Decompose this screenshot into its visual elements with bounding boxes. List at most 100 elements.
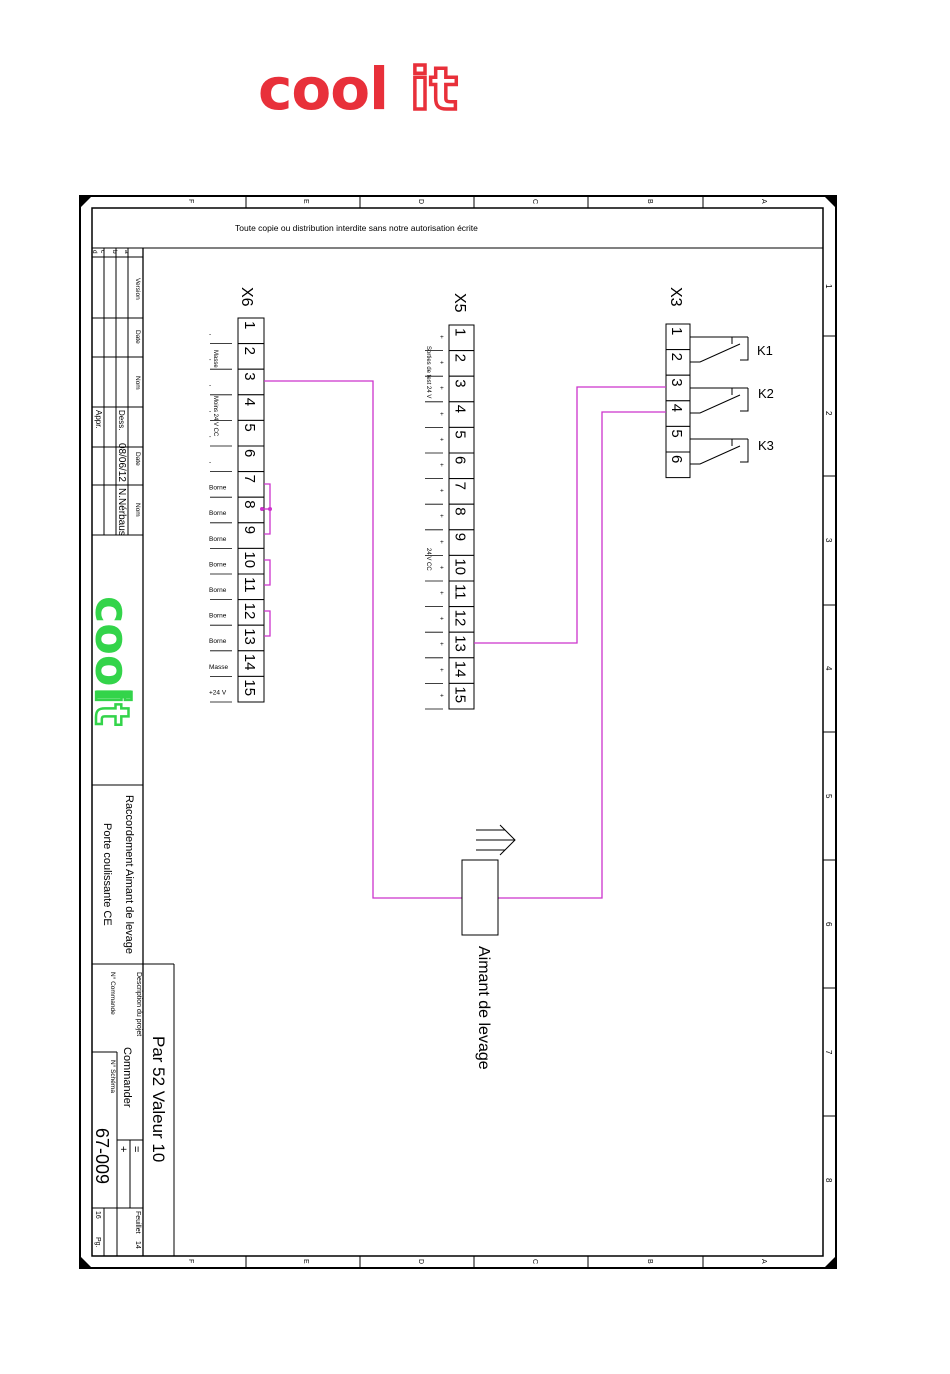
dess-name-value: N.Nérbaus bbox=[116, 488, 127, 536]
terminal-number: 6 bbox=[452, 456, 469, 464]
terminal-number: 8 bbox=[241, 500, 258, 508]
relay-contacts bbox=[690, 336, 749, 465]
copyright-notice: Toute copie ou distribution interdite sa… bbox=[235, 223, 478, 233]
version-header: Version bbox=[134, 278, 141, 300]
terminal-number: 4 bbox=[241, 398, 258, 406]
column-letter-top: B bbox=[646, 199, 653, 204]
row-number: 6 bbox=[824, 922, 833, 927]
terminal-number: 11 bbox=[241, 577, 258, 593]
dess-name-header: Nom bbox=[134, 503, 141, 517]
terminal-number: 12 bbox=[452, 610, 469, 627]
terminal-label: Borne bbox=[209, 510, 227, 517]
terminal-label: + bbox=[440, 539, 444, 546]
terminal-label: + bbox=[440, 488, 444, 495]
terminal-number: 1 bbox=[668, 327, 685, 335]
corner-mark-tr bbox=[824, 196, 836, 208]
x6-title: X6 bbox=[238, 287, 255, 307]
equipment-equals-symbol: = bbox=[130, 1146, 142, 1152]
revision-letter: c bbox=[99, 250, 106, 254]
column-letter-top: F bbox=[187, 199, 194, 203]
terminal-number: 5 bbox=[668, 429, 685, 437]
terminal-label: + bbox=[440, 513, 444, 520]
terminal-number: 8 bbox=[452, 507, 469, 515]
terminal-cell bbox=[448, 401, 475, 428]
x6-bridge-junction-right bbox=[268, 507, 272, 511]
terminal-number: 14 bbox=[452, 661, 469, 678]
logo-it-text: it bbox=[410, 55, 458, 123]
x6-masse-label: Masse bbox=[212, 350, 218, 368]
terminal-label: +24 V bbox=[209, 689, 227, 696]
column-letter-top: C bbox=[531, 199, 538, 204]
terminal-label: - bbox=[209, 433, 211, 440]
date-header: Date bbox=[134, 330, 141, 344]
terminal-label: + bbox=[440, 590, 444, 597]
terminal-number: 11 bbox=[452, 584, 469, 600]
terminal-number: 1 bbox=[241, 321, 258, 329]
x5-sorties-label: Sorties de test 24 V bbox=[425, 346, 431, 398]
terminal-label: - bbox=[209, 408, 211, 415]
relay-k2-label: K2 bbox=[758, 386, 774, 401]
terminal-strip-x5: 1+2+3+4+5+6+7+8+9+10+11+12+13+14+15+ bbox=[425, 324, 475, 710]
schema-number-label: N° Schéma bbox=[109, 1060, 117, 1093]
terminal-label: - bbox=[209, 459, 211, 466]
project-title: Par 52 Valeur 10 bbox=[149, 1036, 168, 1162]
revision-table-grid bbox=[92, 247, 143, 536]
terminal-label: + bbox=[440, 616, 444, 623]
terminal-cell bbox=[237, 675, 265, 703]
terminal-cell bbox=[237, 650, 265, 677]
row-number: 5 bbox=[824, 794, 833, 799]
terminal-cell bbox=[448, 426, 475, 454]
project-description-label: Description du projet bbox=[135, 972, 142, 1036]
column-letter-bottom: B bbox=[646, 1259, 653, 1264]
lifting-magnet-label: Aimant de levage bbox=[475, 946, 492, 1070]
terminal-number: 2 bbox=[668, 353, 685, 361]
terminal-strip-x6: 1-2-3-4-5-6-7Borne8Borne9Borne10Borne11B… bbox=[209, 317, 265, 703]
column-letter-bottom: A bbox=[760, 1259, 767, 1264]
row-number: 1 bbox=[824, 284, 833, 289]
order-number-label: N° Commande bbox=[109, 972, 117, 1015]
terminal-cell bbox=[237, 471, 265, 498]
terminal-cell bbox=[448, 529, 475, 556]
column-ticks bbox=[245, 196, 704, 1268]
x5-24vcc-label: 24 V CC bbox=[425, 548, 431, 571]
corner-mark-tl bbox=[80, 196, 92, 208]
terminal-number: 7 bbox=[452, 482, 469, 490]
terminal-cell bbox=[448, 350, 475, 377]
terminal-number: 10 bbox=[452, 558, 469, 575]
sheet-label: Feuillet bbox=[134, 1211, 141, 1234]
terminal-number: 15 bbox=[452, 686, 469, 703]
x5-title: X5 bbox=[451, 293, 468, 313]
project-description-value: Commander bbox=[121, 1047, 133, 1108]
column-letter-top: E bbox=[302, 199, 309, 204]
schema-number: 67-009 bbox=[92, 1128, 112, 1184]
sheet-number: 14 bbox=[134, 1241, 141, 1249]
terminal-label: + bbox=[440, 411, 444, 418]
terminal-number: 5 bbox=[241, 423, 258, 431]
terminal-label: + bbox=[440, 360, 444, 367]
terminal-number: 15 bbox=[241, 679, 258, 696]
terminal-label: - bbox=[209, 357, 211, 364]
x6-bridges bbox=[264, 483, 271, 637]
appr-label: Appr. bbox=[94, 410, 103, 429]
row-number: 4 bbox=[824, 666, 833, 671]
row-number: 7 bbox=[824, 1050, 833, 1055]
terminal-label: + bbox=[440, 462, 444, 469]
terminal-number: 9 bbox=[452, 533, 469, 541]
terminal-label: Masse bbox=[209, 664, 229, 671]
terminal-cell bbox=[237, 394, 265, 421]
terminal-number: 3 bbox=[241, 372, 258, 380]
terminal-label: Borne bbox=[209, 536, 227, 543]
terminal-number: 13 bbox=[241, 628, 258, 645]
dess-date-value: 08/06/12 bbox=[116, 443, 127, 482]
description-line1: Raccordement Aimant de levage bbox=[123, 795, 135, 954]
magnet-direction-arrow bbox=[476, 824, 516, 856]
terminal-cell bbox=[448, 503, 475, 531]
corner-mark-br bbox=[824, 1256, 836, 1268]
terminal-label: + bbox=[440, 692, 444, 699]
terminal-number: 14 bbox=[241, 654, 258, 671]
dess-label: Dess. bbox=[117, 410, 126, 430]
wiring bbox=[264, 380, 666, 899]
terminal-number: 3 bbox=[668, 378, 685, 386]
